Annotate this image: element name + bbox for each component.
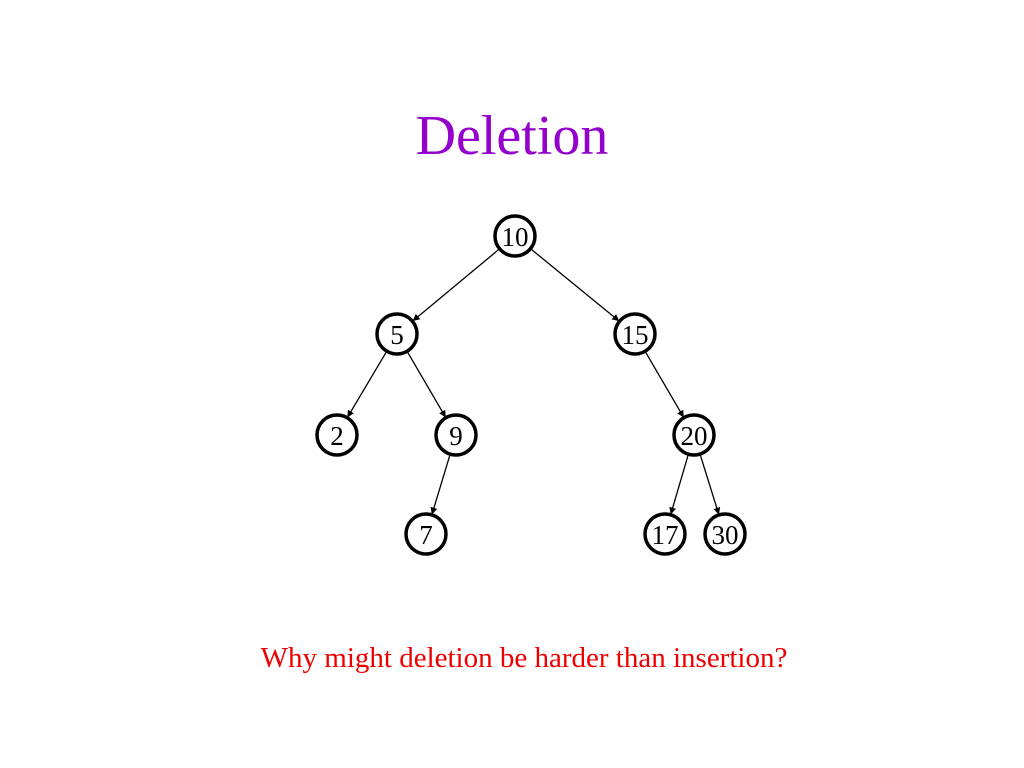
tree-node-2: 2 [315, 413, 359, 457]
node-label: 30 [712, 520, 739, 550]
node-circle [613, 312, 657, 356]
node-circle [703, 512, 747, 556]
node-label: 7 [419, 520, 433, 550]
node-circle [643, 512, 687, 556]
edge-n15-n20-arrow [644, 350, 684, 418]
tree-node-17: 17 [643, 512, 687, 556]
edge-n9-n7-arrow [430, 453, 451, 515]
tree-node-9: 9 [434, 413, 478, 457]
edge-n5-n2-arrow [347, 350, 388, 418]
node-label: 15 [622, 320, 649, 350]
node-label: 17 [652, 520, 679, 550]
node-circle [375, 312, 419, 356]
node-circle [672, 413, 716, 457]
edge-n10-n15-arrow [530, 248, 620, 322]
node-label: 10 [502, 222, 529, 252]
node-label: 2 [330, 421, 344, 451]
node-label: 20 [681, 421, 708, 451]
slide-title: Deletion [415, 105, 609, 167]
node-circle [493, 214, 537, 258]
question-text: Why might deletion be harder than insert… [260, 642, 788, 674]
tree-nodes: 10 5 15 2 9 20 7 17 30 [315, 214, 747, 556]
tree-node-20: 20 [672, 413, 716, 457]
edge-n20-n30-arrow [699, 453, 721, 515]
node-circle [434, 413, 478, 457]
node-label: 9 [449, 421, 463, 451]
tree-node-7: 7 [404, 512, 448, 556]
tree-node-30: 30 [703, 512, 747, 556]
tree-node-10: 10 [493, 214, 537, 258]
tree-node-5: 5 [375, 312, 419, 356]
node-circle [404, 512, 448, 556]
tree-edges [347, 248, 721, 515]
tree-node-15: 15 [613, 312, 657, 356]
edge-n5-n9-arrow [406, 350, 446, 418]
node-circle [315, 413, 359, 457]
edge-n20-n17-arrow [669, 454, 690, 515]
edge-n10-n5-arrow [412, 248, 501, 322]
node-label: 5 [390, 320, 404, 350]
